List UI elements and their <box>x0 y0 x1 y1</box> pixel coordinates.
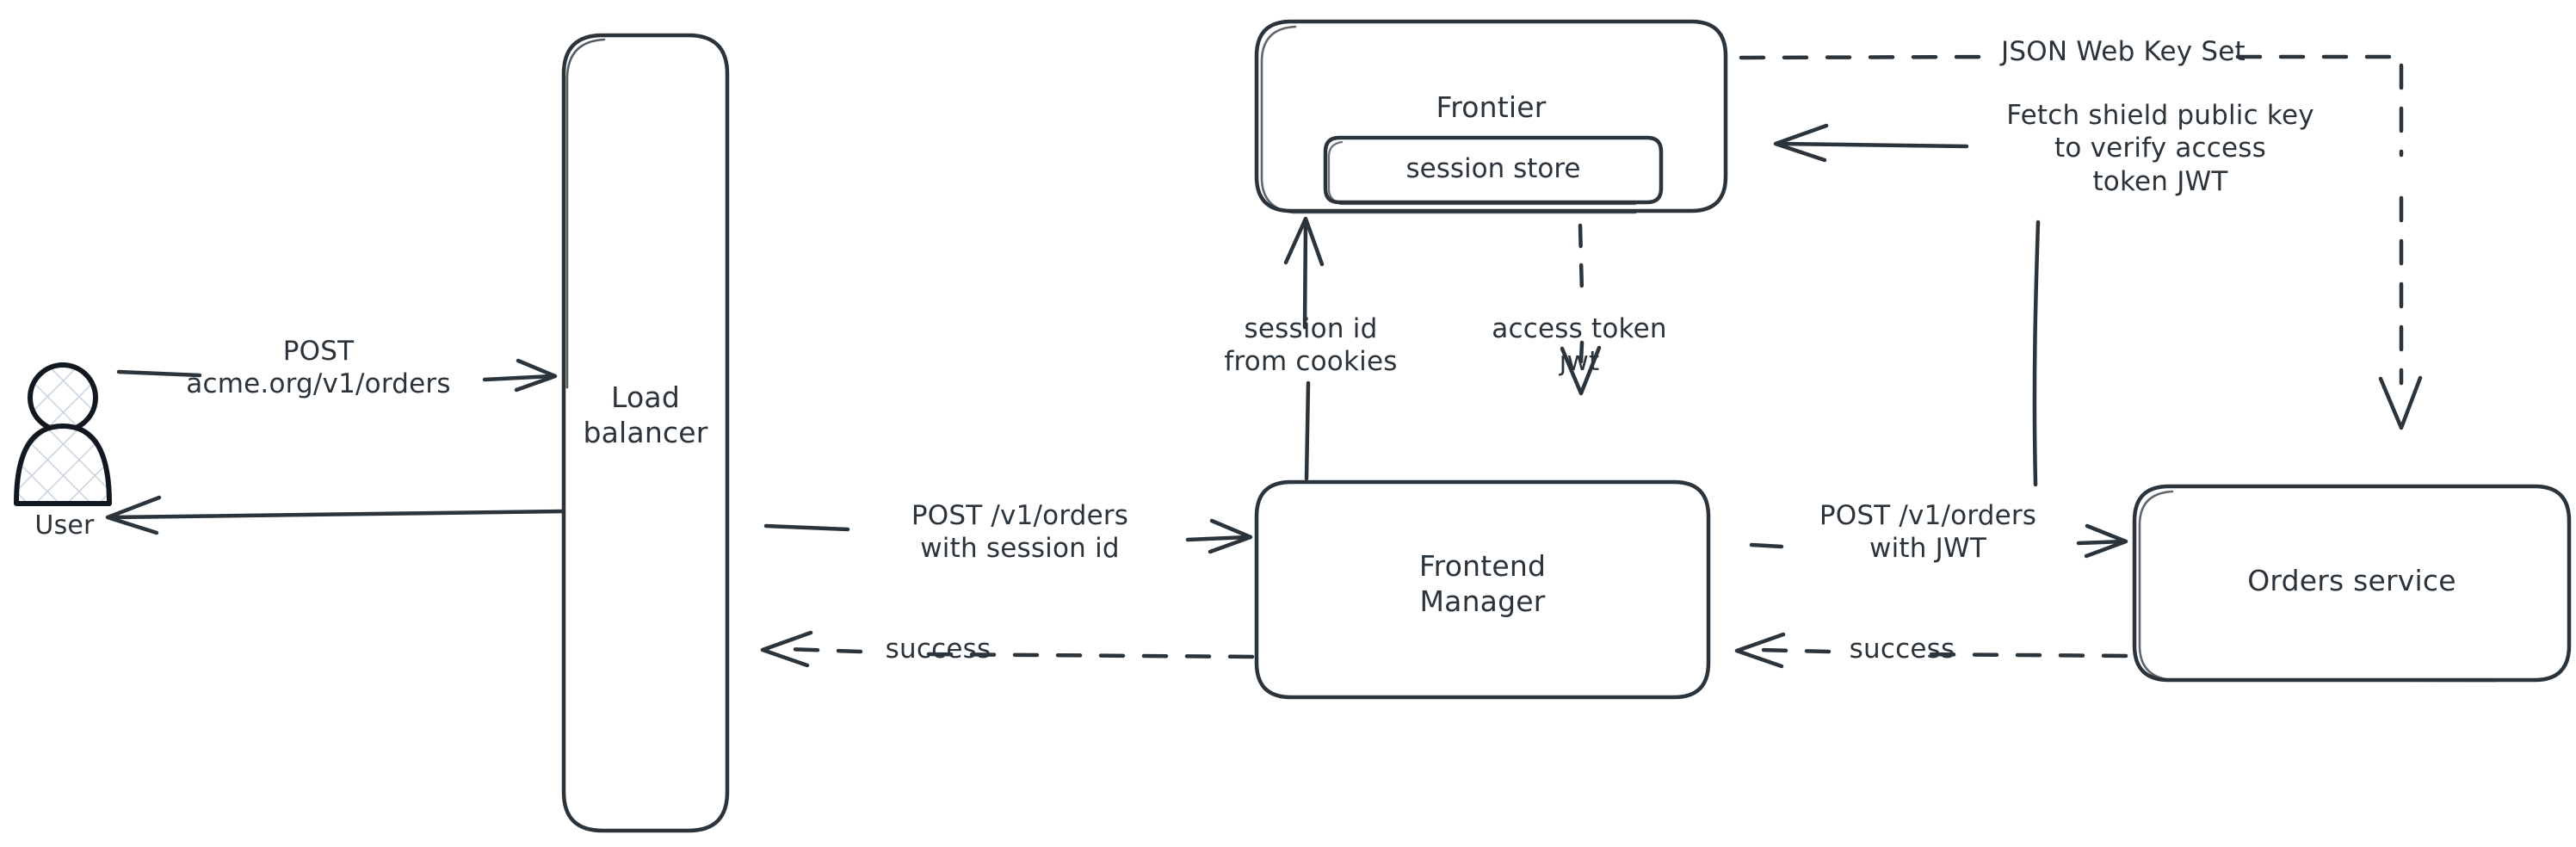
edge-lb-to-fm <box>763 518 1253 554</box>
edge-lb-to-user <box>105 495 566 535</box>
edge-user-to-lb <box>116 358 558 393</box>
edge-frontier-to-orders <box>1739 54 2423 430</box>
session-store-label: session store <box>1405 153 1581 184</box>
session-store-shape[interactable] <box>1323 135 1664 206</box>
edge-frontier-to-fm <box>1560 223 1602 396</box>
edge-fm-to-lb <box>760 630 1255 668</box>
orders-service-shape[interactable] <box>2132 484 2572 683</box>
edge-fm-to-frontier <box>1283 216 1325 481</box>
load-balancer-shape[interactable] <box>561 33 730 833</box>
edge-orders-to-frontier <box>1773 123 2041 487</box>
person-icon <box>14 362 112 506</box>
edge-fm-to-orders <box>1749 523 2128 559</box>
edge-orders-to-fm <box>1734 632 2128 669</box>
frontend-manager-shape[interactable] <box>1254 479 1711 700</box>
